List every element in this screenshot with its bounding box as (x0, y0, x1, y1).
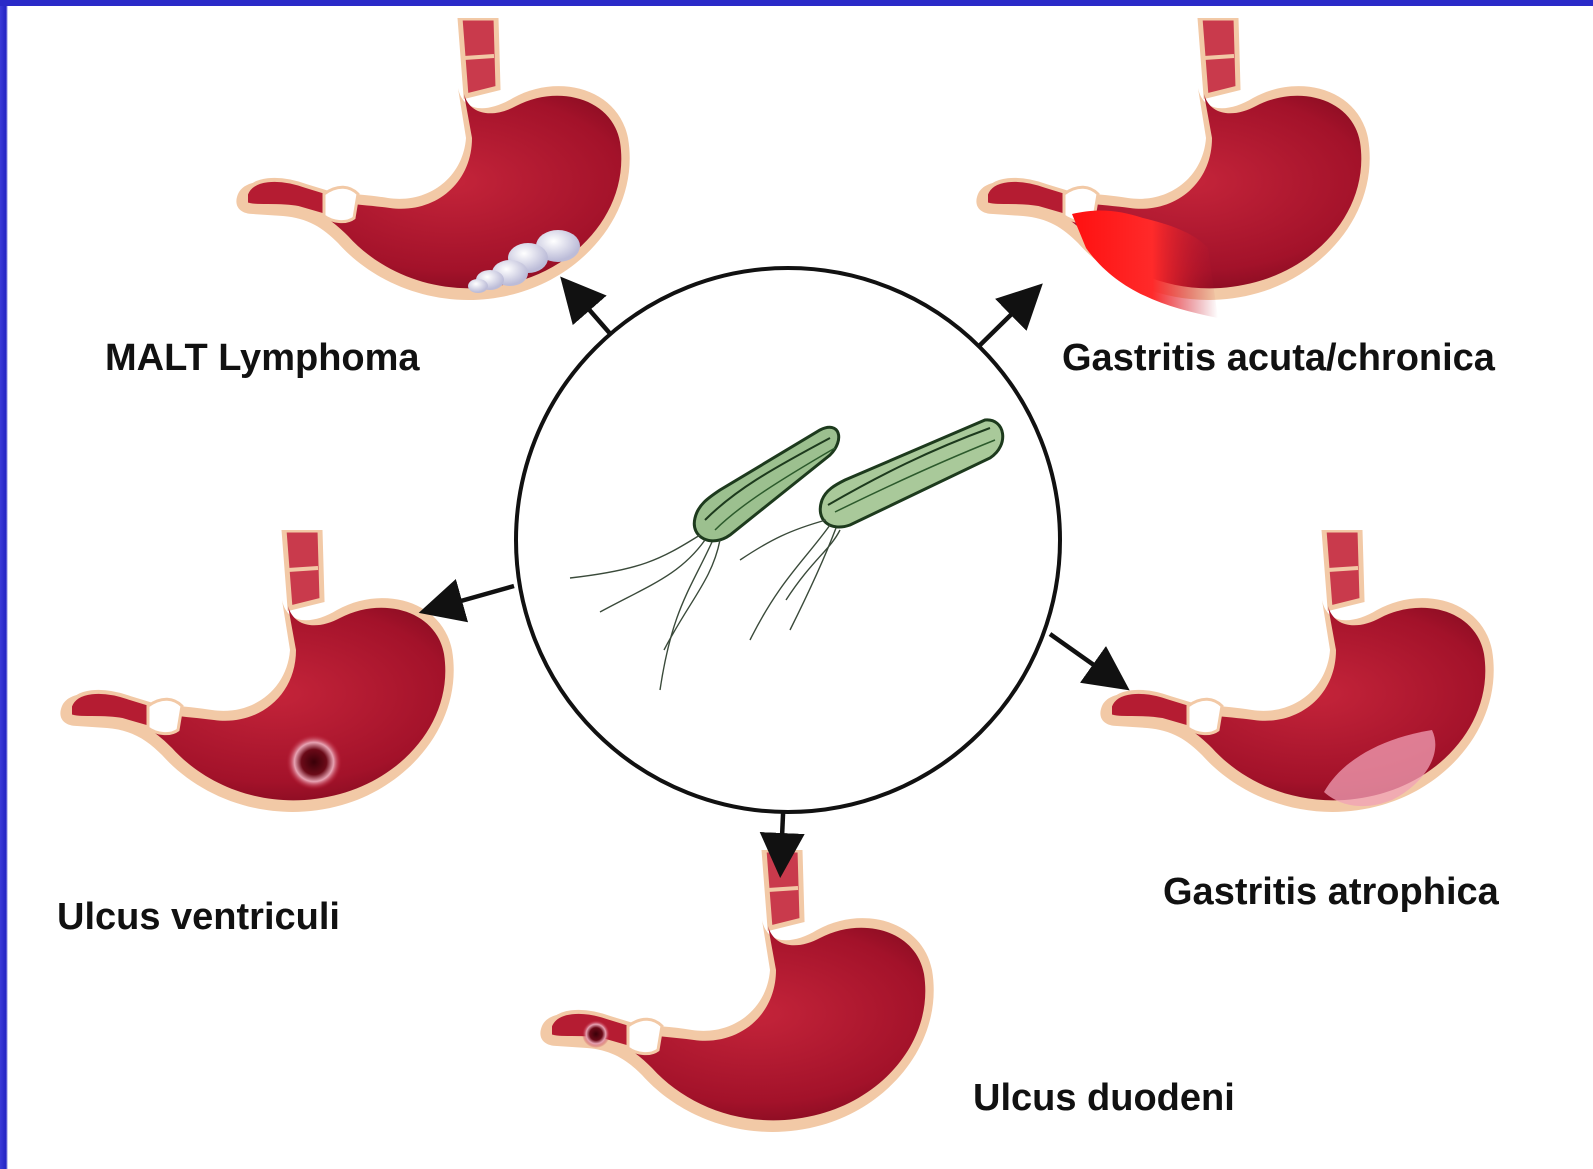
duodenal-ulcer (582, 1020, 610, 1048)
label-malt-lymphoma: MALT Lymphoma (105, 339, 420, 377)
arrow-to-gastritis-atrophica (1050, 634, 1115, 680)
stomach-malt-lymphoma (236, 18, 629, 300)
center-bacteria-circle (516, 268, 1060, 812)
label-gastritis-atrophica: Gastritis atrophica (1163, 873, 1499, 911)
arrow-to-ulcus-ventriculi (436, 586, 514, 608)
label-ulcus-duodeni: Ulcus duodeni (973, 1079, 1235, 1117)
gastric-ulcer (286, 734, 342, 790)
label-gastritis-acuta-chronica: Gastritis acuta/chronica (1062, 339, 1495, 377)
stomach-gastritis-acuta (976, 18, 1369, 318)
label-ulcus-ventriculi: Ulcus ventriculi (57, 898, 340, 936)
stomach-ulcus-ventriculi (60, 530, 453, 812)
stomach-ulcus-duodeni (540, 850, 933, 1132)
arrow-to-gastritis-acuta (975, 296, 1030, 350)
stomach-gastritis-atrophica (1100, 530, 1493, 812)
